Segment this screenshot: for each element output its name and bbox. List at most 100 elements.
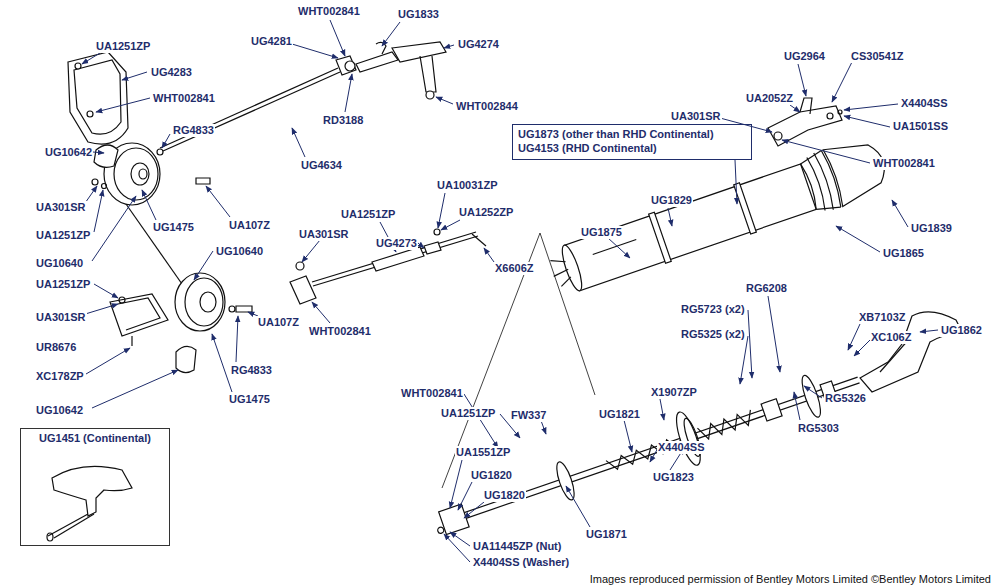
part-number: UA301SR xyxy=(670,110,722,123)
part-number: UA107Z xyxy=(228,219,271,232)
leader-line xyxy=(458,482,472,510)
part-number: UG4281 xyxy=(250,35,293,48)
leader-line xyxy=(624,420,632,452)
column-tube-drawing xyxy=(543,133,893,303)
alignment-line xyxy=(442,233,540,488)
shaft-drawing xyxy=(761,399,782,421)
part-number: UA301SR xyxy=(35,311,87,324)
rod-drawing xyxy=(345,61,355,71)
bracket-drawing xyxy=(774,132,782,140)
leader-line xyxy=(82,53,100,64)
leader-line xyxy=(382,22,400,46)
shaft-drawing xyxy=(437,526,445,534)
part-number: RG4833 xyxy=(230,364,273,377)
part-number: UG1820 xyxy=(470,469,513,482)
column-tube-drawing xyxy=(816,201,841,214)
part-number: UG1475 xyxy=(152,221,195,234)
part-number: UG1823 xyxy=(652,471,695,484)
pulley-drawing xyxy=(175,273,225,331)
part-number: UG4274 xyxy=(457,38,500,51)
shaft-drawing xyxy=(553,460,577,502)
bracket-drawing xyxy=(68,52,128,144)
part-number: UA1251ZP xyxy=(35,278,91,291)
part-number: UA11445ZP (Nut) xyxy=(472,540,562,553)
t-handle-drawing xyxy=(52,466,132,516)
pulley-drawing xyxy=(94,145,118,167)
part-number: UA107Z xyxy=(257,316,300,329)
part-number: UG1862 xyxy=(940,324,983,337)
pulley-drawing xyxy=(114,148,158,200)
leader-line xyxy=(86,348,130,374)
bracket-drawing xyxy=(119,297,125,303)
leader-line xyxy=(464,502,484,518)
bracket-drawing xyxy=(68,52,128,144)
pulley-drawing xyxy=(157,149,163,155)
leader-line xyxy=(740,336,748,384)
leader-line xyxy=(82,20,938,562)
inset-box: UG1451 (Continental) xyxy=(20,428,170,546)
rod-drawing xyxy=(356,52,398,72)
part-number: UA301SR xyxy=(298,228,350,241)
bracket-drawing xyxy=(110,294,168,346)
leader-line xyxy=(162,134,170,148)
leader-line xyxy=(844,104,898,110)
part-number: UG1821 xyxy=(598,408,641,421)
column-tube-drawing xyxy=(550,256,565,266)
part-number: RG4833 xyxy=(172,124,215,137)
leader-line xyxy=(330,20,345,56)
rod-drawing xyxy=(434,229,440,235)
leader-line xyxy=(668,208,672,226)
pulley-drawing xyxy=(185,278,223,326)
part-number: UG4634 xyxy=(300,159,343,172)
part-number: FW337 xyxy=(510,409,547,422)
leader-line xyxy=(450,460,462,508)
shaft-drawing xyxy=(427,354,868,552)
pulley-drawing xyxy=(139,169,147,179)
alignment-line xyxy=(442,233,595,488)
pulley-drawing xyxy=(176,346,196,372)
column-tube-drawing xyxy=(559,277,572,287)
pulley-drawing xyxy=(236,306,252,312)
bracket-drawing xyxy=(131,336,132,346)
part-number: UG10640 xyxy=(215,245,264,258)
part-number: UA10031ZP xyxy=(436,179,499,192)
part-number: UA1551ZP xyxy=(455,446,511,459)
leader-line xyxy=(844,116,890,127)
t-handle-drawing xyxy=(54,514,94,538)
part-number: RG5325 (x2) xyxy=(680,328,746,341)
bracket-drawing xyxy=(74,60,121,134)
leader-line xyxy=(848,324,860,350)
part-number: UG1829 xyxy=(650,194,693,207)
leader-line xyxy=(798,64,806,96)
leader-line xyxy=(566,486,590,527)
part-number: WHT002841 xyxy=(400,387,464,400)
leader-line xyxy=(345,74,352,112)
rod-drawing xyxy=(336,56,356,75)
leader-line xyxy=(122,72,147,80)
part-number: UG1875 xyxy=(580,226,623,239)
bracket-drawing xyxy=(768,106,842,146)
bracket-drawing xyxy=(87,111,93,117)
part-number: UA1251ZP xyxy=(35,229,91,242)
rod-drawing xyxy=(313,236,478,286)
leader-line xyxy=(782,140,870,163)
part-number: X4404SS (Washer) xyxy=(472,556,570,569)
leader-line xyxy=(854,340,870,356)
pulley-drawing xyxy=(229,306,235,312)
part-number: WHT002841 xyxy=(152,92,216,105)
box-text: UG1873 (other than RHD Continental) xyxy=(518,127,746,141)
rod-drawing xyxy=(296,262,304,270)
part-number: RG5723 (x2) xyxy=(680,303,746,316)
leader-line xyxy=(608,238,630,258)
leader-line xyxy=(418,243,424,248)
leader-line xyxy=(312,302,330,323)
part-number: UR8676 xyxy=(35,341,77,354)
shaft-drawing xyxy=(697,410,755,441)
rod-drawing xyxy=(376,42,386,54)
part-number: CS30541Z xyxy=(850,50,905,63)
column-tube-drawing xyxy=(553,269,569,276)
part-number: UG1475 xyxy=(228,393,271,406)
leader-line xyxy=(735,160,737,204)
leader-line xyxy=(292,128,305,157)
part-number: UG2964 xyxy=(783,50,826,63)
